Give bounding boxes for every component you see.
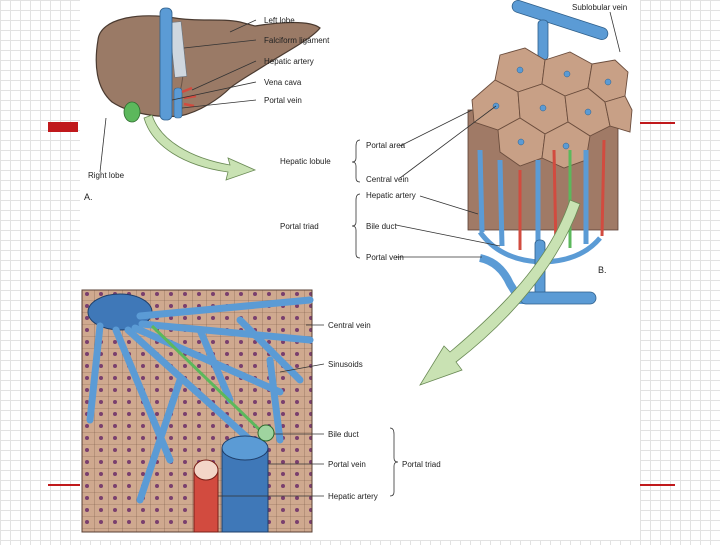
- hepatic-artery-shape: [181, 86, 197, 108]
- label-left-lobe: Left lobe: [264, 16, 295, 25]
- bile-canaliculus: [150, 324, 268, 438]
- label-right-lobe: Right lobe: [88, 171, 125, 180]
- lobule-arrow: [143, 114, 257, 181]
- label-hepatic-lobule: Hepatic lobule: [280, 157, 331, 166]
- bile-duct-c-shape: [257, 424, 275, 442]
- sublobular-vein-shape: [511, 0, 609, 40]
- label-bile-duct-c: Bile duct: [328, 430, 359, 439]
- panel-b: Sublobular vein Portal area Hepatic lobu…: [280, 0, 633, 386]
- panel-a: Left lobe Falciform ligament Hepatic art…: [84, 7, 330, 202]
- label-portal-triad-b: Portal triad: [280, 222, 319, 231]
- label-central-vein-b: Central vein: [366, 175, 409, 184]
- red-accent-line-bottom-left: [48, 484, 80, 486]
- label-portal-vein-a: Portal vein: [264, 96, 302, 105]
- label-sinusoids: Sinusoids: [328, 360, 363, 369]
- central-veins: [492, 66, 612, 150]
- label-portal-vein-c: Portal vein: [328, 460, 366, 469]
- label-falciform-ligament: Falciform ligament: [264, 36, 330, 45]
- liver-anatomy-diagram: Left lobe Falciform ligament Hepatic art…: [81, 0, 633, 533]
- label-hepatic-artery-a: Hepatic artery: [264, 57, 314, 66]
- panel-c: Central vein Sinusoids Bile duct Portal …: [81, 289, 441, 533]
- section-arrow: [419, 199, 581, 386]
- label-portal-vein-b: Portal vein: [366, 253, 404, 262]
- panel-a-letter: A.: [84, 192, 93, 202]
- gallbladder-shape: [123, 101, 141, 123]
- label-sublobular-vein: Sublobular vein: [572, 3, 627, 12]
- portal-vein-c-shape: [221, 447, 269, 533]
- vena-cava-shape: [159, 7, 173, 121]
- red-accent-bar-left: [48, 122, 78, 132]
- sublobular-vein-base: [479, 254, 570, 304]
- label-central-vein-c: Central vein: [328, 321, 371, 330]
- portal-vein-shape: [173, 87, 183, 119]
- panel-b-letter: B.: [598, 265, 607, 275]
- figure-panel: Left lobe Falciform ligament Hepatic art…: [80, 0, 640, 540]
- label-portal-triad-c: Portal triad: [402, 460, 441, 469]
- label-bile-duct-b: Bile duct: [366, 222, 397, 231]
- red-accent-line-bottom-right: [640, 484, 675, 486]
- label-portal-area: Portal area: [366, 141, 406, 150]
- label-vena-cava: Vena cava: [264, 78, 302, 87]
- red-accent-line-right: [640, 122, 675, 124]
- sinusoid-network: [86, 296, 314, 504]
- label-hepatic-artery-c: Hepatic artery: [328, 492, 378, 501]
- label-hepatic-artery-b: Hepatic artery: [366, 191, 416, 200]
